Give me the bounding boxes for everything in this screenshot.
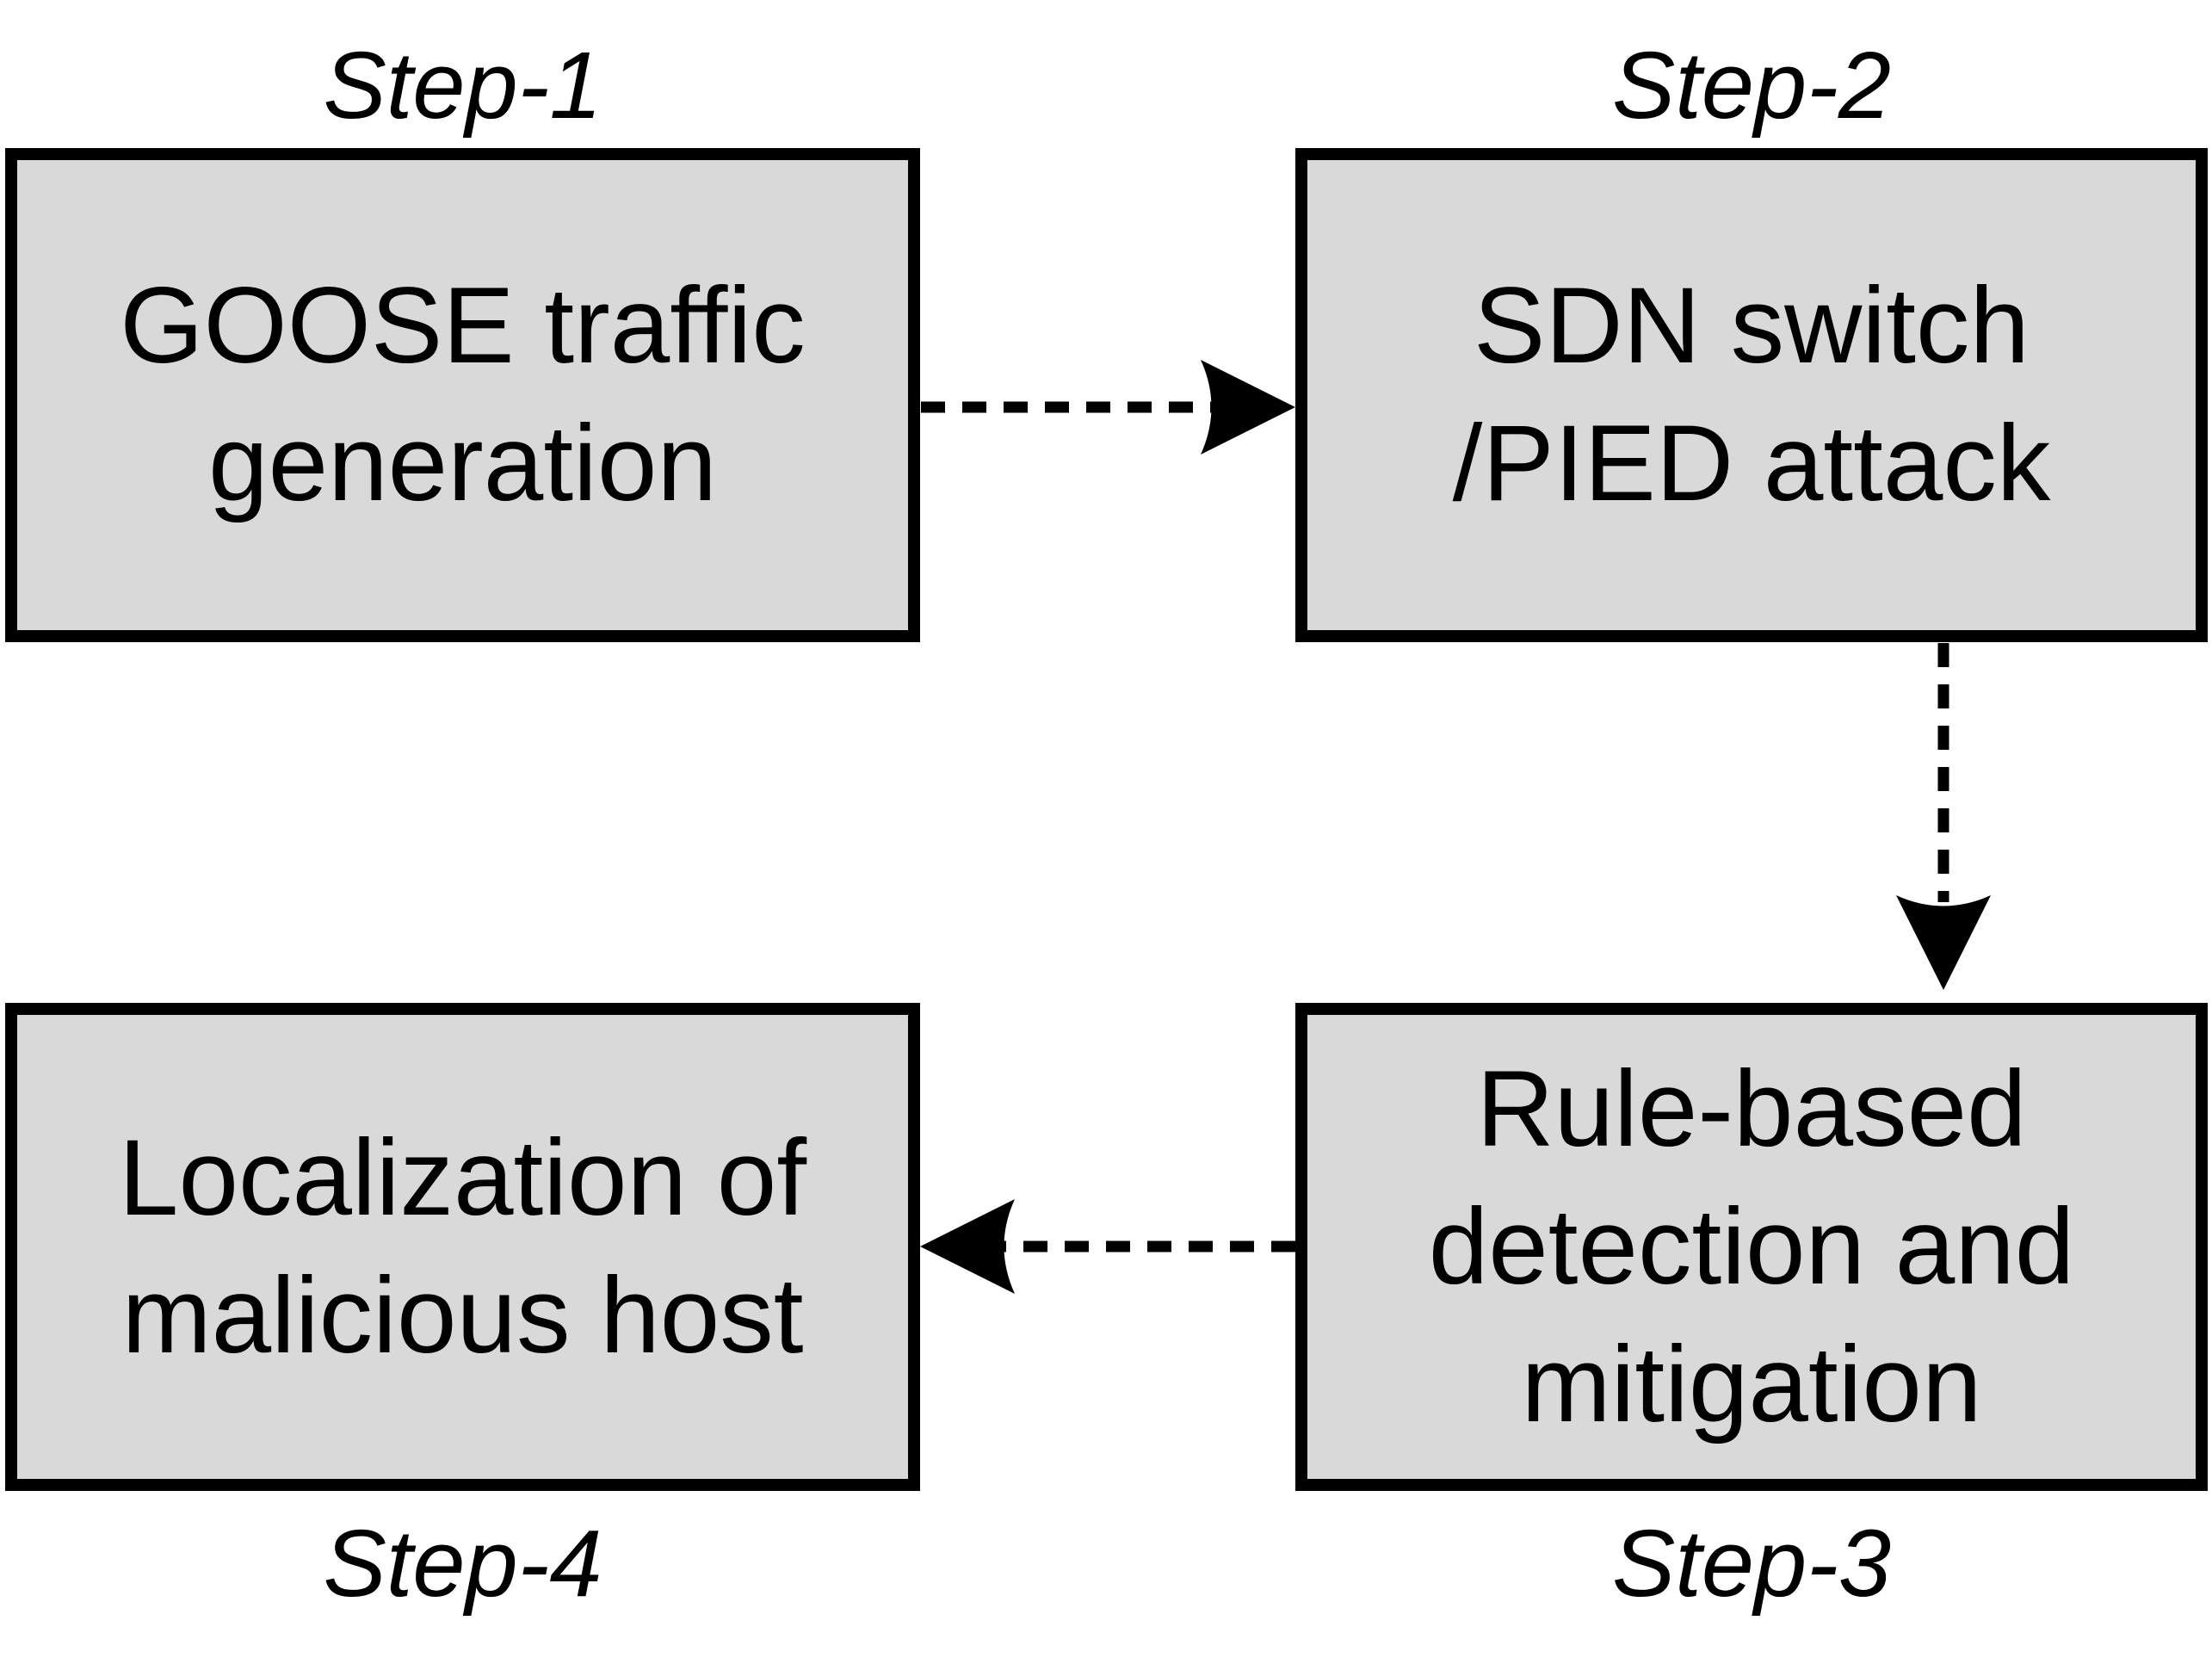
step-2-box: SDN switch /PIED attack xyxy=(1295,148,2208,642)
step-4-text: Localization of malicious host xyxy=(118,1117,807,1376)
step-1-box: GOOSE traffic generation xyxy=(5,148,920,642)
arrow-step3-to-step4 xyxy=(920,1199,1295,1294)
arrow-step2-to-step3 xyxy=(1896,643,1991,990)
step-4-box: Localization of malicious host xyxy=(5,1003,920,1491)
step-4-label: Step-4 xyxy=(323,1511,602,1617)
step-3-text: Rule-based detection and mitigation xyxy=(1428,1048,2075,1444)
step-2-label: Step-2 xyxy=(1611,33,1892,139)
step-3-label: Step-3 xyxy=(1611,1511,1892,1617)
arrow-step1-to-step2 xyxy=(921,360,1295,455)
step-2-text: SDN switch /PIED attack xyxy=(1452,266,2051,523)
step-1-text: GOOSE traffic generation xyxy=(120,266,806,523)
step-1-label: Step-1 xyxy=(323,33,602,139)
step-3-box: Rule-based detection and mitigation xyxy=(1295,1003,2208,1491)
